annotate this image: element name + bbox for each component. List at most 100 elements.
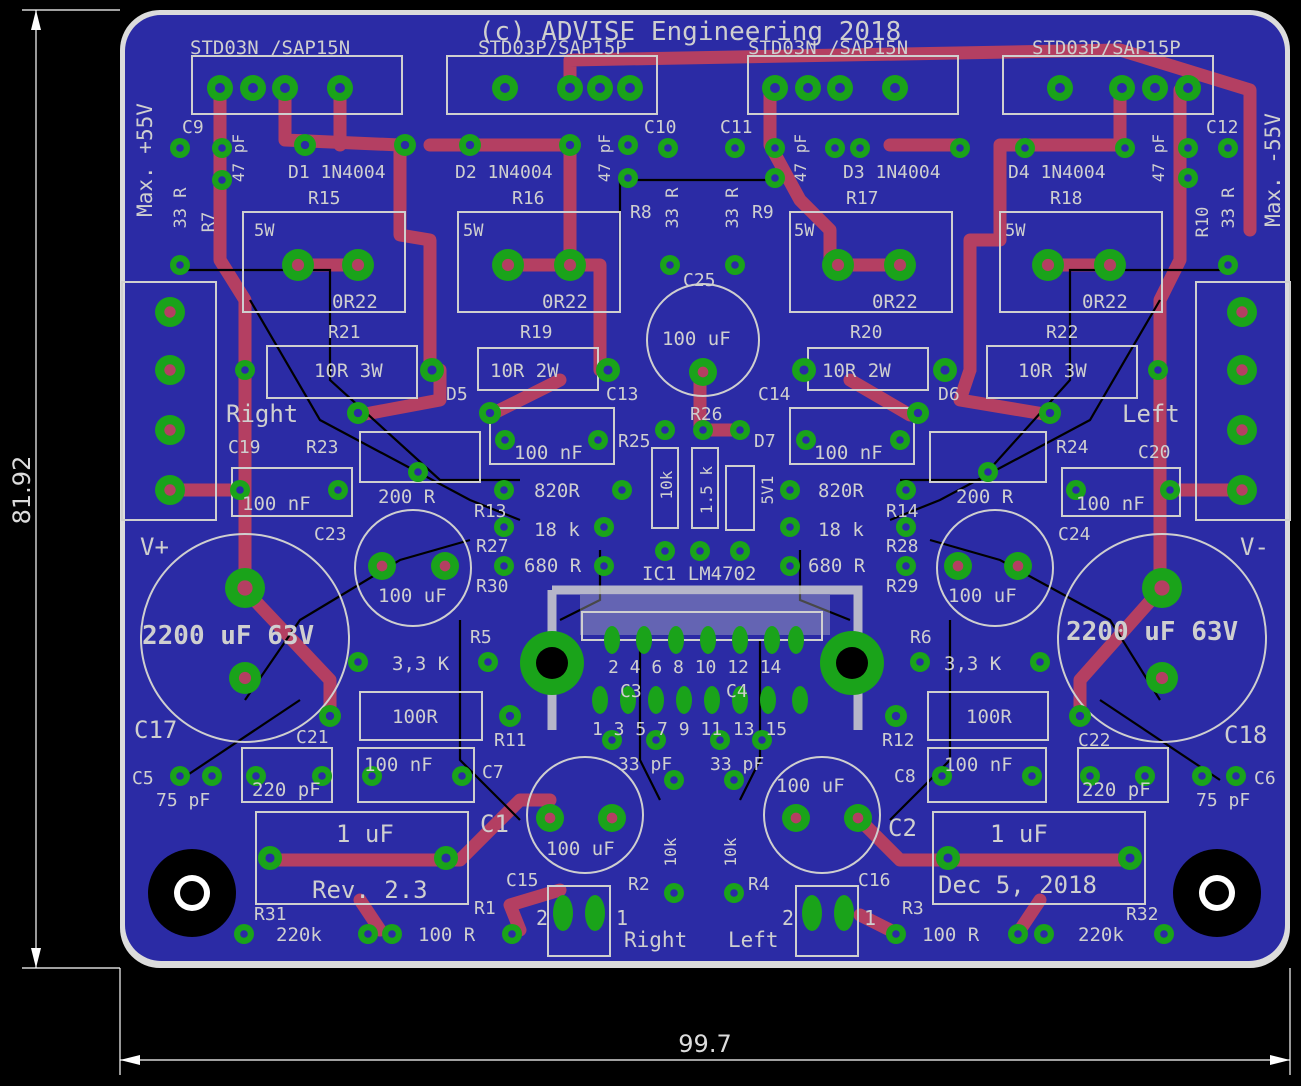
label-c10: C10 — [644, 117, 677, 138]
label-r18-value: 0R22 — [1082, 291, 1128, 313]
label-r23: R23 — [306, 437, 339, 458]
label-r16-power: 5W — [463, 221, 484, 241]
pad-drill — [1072, 486, 1080, 494]
label-r23-value: 200 R — [378, 486, 436, 508]
label-r29: R29 — [886, 576, 919, 597]
pad-drill — [427, 365, 437, 375]
label-r5-value: 3,3 K — [392, 653, 450, 675]
pad-drill — [603, 365, 613, 375]
pad-drill — [940, 365, 950, 375]
pad-drill — [176, 144, 184, 152]
pad-drill — [1117, 83, 1127, 93]
pad-drill — [664, 144, 672, 152]
label-r10: R10 — [1193, 207, 1213, 238]
label-c4: C4 — [726, 681, 748, 702]
label-output-left: Left — [1122, 400, 1180, 428]
label-c21-value: 220 pF — [252, 779, 321, 801]
pad-drill — [353, 408, 363, 418]
ic-pin — [648, 686, 664, 714]
label-r28-value: 18 k — [818, 519, 864, 541]
label-c14-value: 100 nF — [814, 442, 883, 464]
pad-drill — [1183, 83, 1193, 93]
label-c1: C1 — [480, 810, 509, 838]
label-r7: R7 — [199, 212, 219, 232]
pad-drill — [1012, 560, 1024, 572]
pad-drill — [697, 366, 709, 378]
pad-drill — [1154, 580, 1170, 596]
transistor-label-q4: STD03P/SAP15P — [1032, 37, 1181, 59]
pad-drill — [943, 853, 953, 863]
pad-drill — [465, 140, 475, 150]
label-c3-value: 33 pF — [618, 754, 672, 775]
connector-pin — [585, 895, 605, 931]
pad-drill — [240, 930, 248, 938]
label-r25: R25 — [618, 431, 651, 452]
label-r15-power: 5W — [254, 221, 275, 241]
label-c16-value: 1 uF — [990, 820, 1048, 848]
label-d2: D2 1N4004 — [455, 162, 553, 183]
pad-drill — [218, 144, 226, 152]
pad-drill — [625, 83, 635, 93]
label-c7: C7 — [482, 762, 504, 783]
pad-drill — [351, 258, 365, 272]
pad-drill — [831, 258, 845, 272]
header-text: (c) ADVISE Engineering 2018 — [479, 17, 902, 47]
pad-drill — [891, 711, 901, 721]
pad-drill — [1125, 853, 1135, 863]
label-jr-pin2: 2 — [536, 906, 548, 930]
connector-pin — [553, 895, 573, 931]
ic-pin — [604, 626, 620, 654]
label-date: Dec 5, 2018 — [938, 871, 1097, 899]
ic-pin — [704, 686, 720, 714]
silkscreen-outlines — [121, 55, 1291, 957]
pad-drill — [441, 853, 451, 863]
pad-drill — [439, 560, 451, 572]
pad-drill — [1014, 930, 1022, 938]
ic-pin — [792, 686, 808, 714]
label-ic-pins-odd: 1 3 5 7 9 11 13 15 — [592, 719, 787, 740]
pad-drill — [334, 486, 342, 494]
label-d7-value: 5V1 — [758, 476, 777, 505]
label-r24-value: 200 R — [956, 486, 1014, 508]
label-c17: C17 — [134, 716, 177, 744]
label-c5: C5 — [132, 768, 154, 789]
pad-drill — [280, 83, 290, 93]
pad-drill — [1141, 772, 1149, 780]
label-revision: Rev. 2.3 — [312, 876, 428, 904]
pad-drill — [624, 174, 632, 182]
traces — [163, 43, 1257, 937]
label-r14: R14 — [886, 501, 919, 522]
pad-drill — [400, 140, 410, 150]
pad-drill — [600, 523, 608, 531]
label-c9: C9 — [182, 117, 204, 138]
pad-drill — [1155, 671, 1169, 685]
pad-drill — [1160, 930, 1168, 938]
pad-drill — [1055, 83, 1065, 93]
label-d7: D7 — [754, 431, 776, 452]
label-c24-value: 100 uF — [948, 585, 1017, 607]
pad-drill — [544, 812, 556, 824]
pad-drill — [902, 523, 910, 531]
label-ic-pins-even: 2 4 6 8 10 12 14 — [608, 657, 781, 678]
pad-drill — [856, 144, 864, 152]
label-d6: D6 — [938, 384, 960, 405]
label-r31-value: 220k — [276, 924, 322, 946]
label-c23-value: 100 uF — [378, 585, 447, 607]
label-c8: C8 — [894, 766, 916, 787]
label-r21-value: 10R 3W — [314, 360, 383, 382]
pad-drill — [218, 176, 226, 184]
label-c19-value: 100 nF — [242, 493, 311, 515]
pad-drill — [786, 562, 794, 570]
label-c7-value: 100 nF — [364, 754, 433, 776]
pad-drill — [731, 261, 739, 269]
pad-drill — [500, 562, 508, 570]
rail-label-positive: Max. +55V — [133, 103, 157, 217]
pad-drill — [164, 364, 176, 376]
label-r30: R30 — [476, 576, 509, 597]
pad-drill — [1036, 658, 1044, 666]
pad-drill — [1184, 144, 1192, 152]
pad-drill — [300, 140, 310, 150]
label-r12: R12 — [882, 730, 915, 751]
pad-drill — [335, 83, 345, 93]
